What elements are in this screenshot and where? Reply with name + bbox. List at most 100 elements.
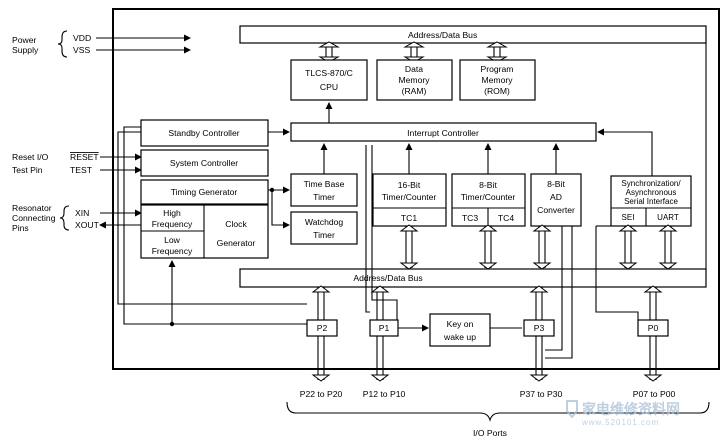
rom-label-1: Program	[481, 64, 514, 74]
standby-controller	[140, 119, 269, 147]
top-bus-label: Address/Data Bus	[408, 30, 477, 40]
watermark: 家电维修资料网 www.520101.com	[566, 400, 680, 427]
svg-text:Pins: Pins	[12, 223, 29, 233]
int-to-p1	[371, 145, 398, 320]
rom-block	[459, 59, 536, 101]
interrupt-controller	[290, 122, 597, 142]
serial-to-p0	[595, 226, 639, 320]
key-wakeup-label-2: wake up	[443, 332, 476, 342]
time-base-label-1: Time Base	[304, 179, 345, 189]
port-p2-label: P2	[317, 323, 328, 333]
p3-range-label: P37 to P30	[520, 389, 563, 399]
tc4-label: TC4	[498, 213, 514, 223]
int-to-p1-b	[365, 145, 370, 313]
test-pin-name: TEST	[70, 165, 93, 175]
svg-text:www.520101.com: www.520101.com	[581, 418, 659, 427]
svg-text:Power: Power	[12, 35, 36, 45]
chip-outline	[112, 8, 720, 370]
cpu-block	[290, 59, 368, 101]
cpu-bus-arrow	[318, 41, 340, 63]
io-ports-brace	[286, 401, 710, 422]
power-supply-label: Power Supply	[12, 35, 39, 55]
vss-label: VSS	[73, 45, 90, 55]
clock-gen-label-1: Clock	[225, 219, 247, 229]
serial-label-2: Asynchronous	[626, 188, 677, 197]
bottom-address-data-bus	[239, 268, 707, 288]
clock-gen-label-2: Generator	[217, 238, 256, 248]
sei-label: SEI	[622, 213, 635, 222]
timer16-label-2: Timer/Counter	[382, 192, 437, 202]
low-freq-label-2: Frequency	[152, 246, 193, 256]
port-p2	[306, 319, 338, 337]
svg-text:家电维修资料网: 家电维修资料网	[582, 401, 680, 417]
tc3-label: TC3	[462, 213, 478, 223]
timer8-label-1: 8-Bit	[479, 180, 497, 190]
standby-label: Standby Controller	[168, 128, 239, 138]
xin-label: XIN	[75, 208, 89, 218]
port-p0	[637, 319, 669, 337]
timer8-label-2: Timer/Counter	[461, 192, 516, 202]
reset-io-label: Reset I/O	[12, 152, 49, 162]
serial-label-3: Serial Interface	[624, 197, 678, 206]
serial-label-1: Synchronization/	[621, 179, 681, 188]
bus-port-arrows	[311, 285, 663, 320]
ad-converter	[530, 173, 582, 227]
key-on-wakeup	[429, 313, 491, 347]
interrupt-label: Interrupt Controller	[407, 128, 479, 138]
ram-block	[376, 59, 453, 101]
uart-label: UART	[657, 213, 679, 222]
system-controller	[140, 149, 269, 177]
watchdog-timer	[290, 211, 358, 245]
high-freq-label-1: High	[163, 208, 181, 218]
adc-label-2: AD	[550, 192, 562, 202]
resonator-label: Resonator Connecting Pins	[12, 203, 56, 233]
standby-loop-2	[123, 126, 307, 325]
rom-label-2: Memory	[481, 75, 513, 85]
rom-label-3: (ROM)	[484, 86, 510, 96]
port-p3-label: P3	[534, 323, 545, 333]
test-pin-label: Test Pin	[12, 165, 43, 175]
serial-to-int	[597, 128, 653, 176]
adc-label-3: Converter	[537, 205, 575, 215]
xout-label: XOUT	[75, 220, 100, 230]
p1-range-label: P12 to P10	[363, 389, 406, 399]
system-label: System Controller	[170, 158, 238, 168]
timing-label: Timing Generator	[171, 187, 238, 197]
time-base-timer	[290, 173, 358, 207]
key-wakeup-label-1: Key on	[447, 319, 474, 329]
io-ports-label: I/O Ports	[473, 428, 507, 438]
timing-to-watchdog	[271, 190, 290, 229]
cpu-label-2: CPU	[320, 82, 338, 92]
adc-label-1: 8-Bit	[547, 179, 565, 189]
resonator-brace	[59, 205, 70, 231]
port-p1-label: P1	[379, 323, 390, 333]
timing-generator	[140, 179, 269, 205]
low-freq-label-1: Low	[164, 235, 181, 245]
reset-pin-label: RESET	[70, 152, 99, 162]
ram-label-3: (RAM)	[402, 86, 427, 96]
port-p0-label: P0	[648, 323, 659, 333]
top-address-data-bus	[239, 25, 707, 44]
power-brace	[57, 30, 68, 58]
watchdog-label-1: Watchdog	[305, 217, 344, 227]
svg-text:Resonator: Resonator	[12, 203, 52, 213]
serial-interface	[610, 175, 692, 227]
time-base-label-2: Timer	[313, 192, 335, 202]
cpu-label-1: TLCS-870/C	[305, 68, 353, 78]
p2-range-label: P22 to P20	[300, 389, 343, 399]
high-freq-label-2: Frequency	[152, 219, 193, 229]
p0-range-label: P07 to P00	[633, 389, 676, 399]
timer-counter-16bit	[372, 173, 447, 227]
ram-label-1: Data	[405, 64, 423, 74]
port-p3	[523, 319, 555, 337]
watchdog-label-2: Timer	[313, 230, 335, 240]
adc-to-p3-b	[545, 226, 573, 359]
svg-text:Connecting: Connecting	[12, 213, 56, 223]
svg-text:Supply: Supply	[12, 45, 39, 55]
timer16-label-1: 16-Bit	[398, 180, 421, 190]
tc1-label: TC1	[401, 213, 417, 223]
ram-bus-arrow	[403, 41, 425, 63]
adc-to-p3-a	[545, 226, 563, 351]
standby-loop-1	[117, 131, 307, 305]
